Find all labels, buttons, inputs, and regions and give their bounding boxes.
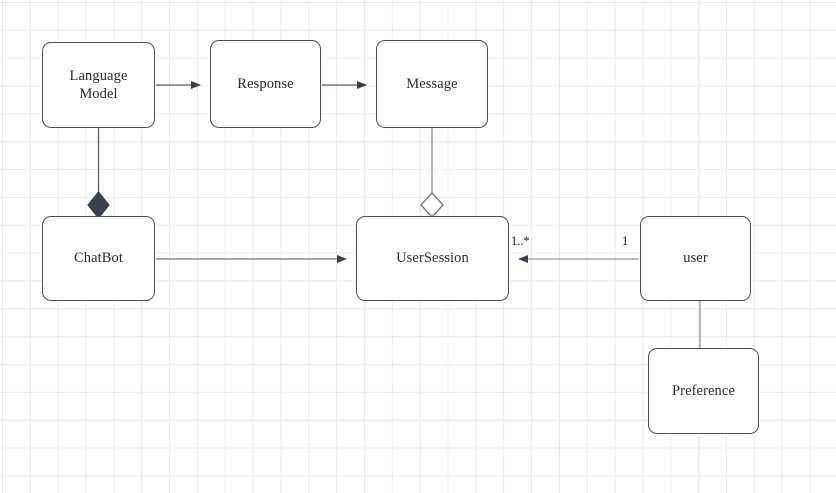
node-response[interactable]: Response xyxy=(210,40,321,128)
node-preference-label: Preference xyxy=(672,382,735,399)
node-message[interactable]: Message xyxy=(376,40,488,128)
edge-label-multiplicity-many: 1..* xyxy=(511,234,530,248)
edge-message-to-usersession xyxy=(420,128,444,218)
node-preference[interactable]: Preference xyxy=(648,348,759,434)
node-message-label: Message xyxy=(406,75,458,92)
node-user-label: user xyxy=(683,250,708,267)
node-language-model[interactable]: Language Model xyxy=(42,42,155,128)
edge-language-model-to-chatbot xyxy=(87,128,110,219)
node-language-model-label-line2: Model xyxy=(79,86,118,102)
hollow-diamond-marker xyxy=(420,192,444,218)
node-language-model-label-line1: Language xyxy=(69,67,128,84)
node-usersession-label: UserSession xyxy=(396,250,469,267)
node-language-model-label: Language Model xyxy=(70,67,128,103)
node-chatbot-label: ChatBot xyxy=(73,250,124,267)
edge-label-multiplicity-one: 1 xyxy=(622,234,629,248)
node-user[interactable]: user xyxy=(640,216,751,301)
node-response-label: Response xyxy=(237,75,294,92)
node-chatbot[interactable]: ChatBot xyxy=(42,216,155,301)
node-usersession[interactable]: UserSession xyxy=(356,216,509,301)
filled-diamond-marker xyxy=(87,191,110,219)
